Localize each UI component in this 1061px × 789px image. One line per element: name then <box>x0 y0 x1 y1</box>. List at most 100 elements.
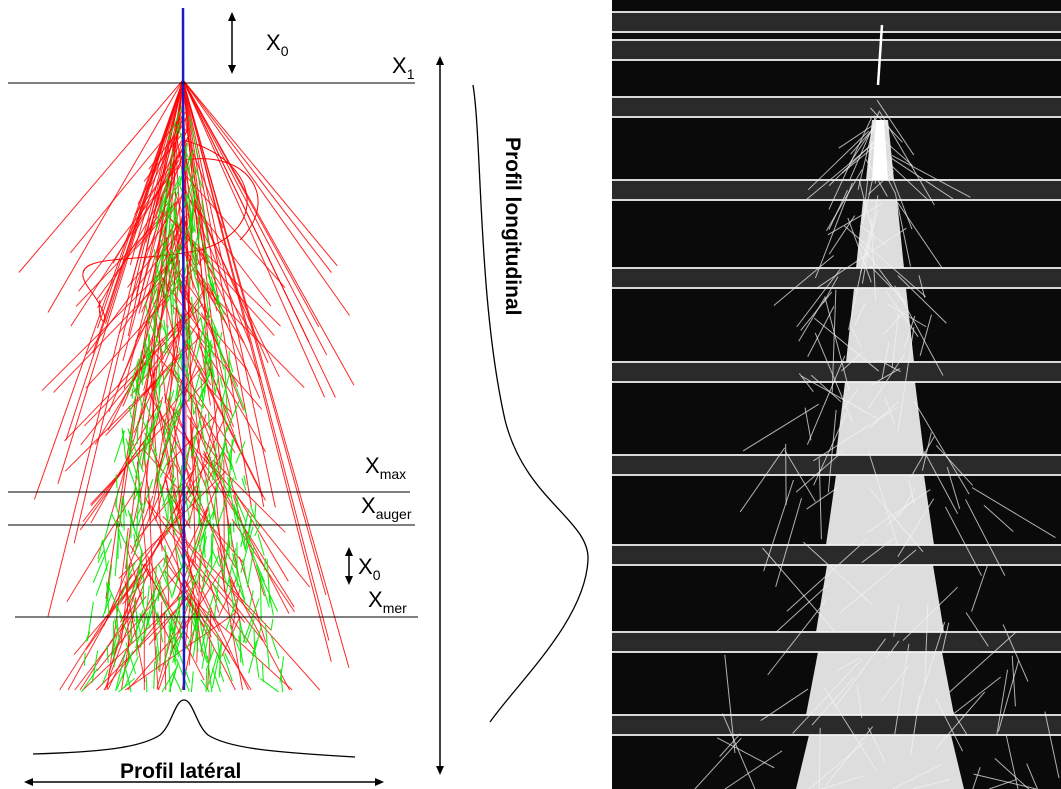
electromagnetic-track <box>218 443 226 478</box>
electromagnetic-track <box>188 495 195 508</box>
electromagnetic-track <box>135 433 148 479</box>
electromagnetic-track <box>197 281 200 324</box>
photo-track <box>742 403 819 452</box>
electromagnetic-track <box>248 624 263 674</box>
photo-core-segment <box>806 652 954 715</box>
hadron-track <box>145 201 179 253</box>
photo-track <box>876 24 884 86</box>
electromagnetic-track <box>174 374 180 402</box>
electromagnetic-track <box>188 194 194 234</box>
electromagnetic-track <box>171 567 182 597</box>
electromagnetic-track <box>153 249 163 297</box>
electromagnetic-track <box>224 442 237 481</box>
electromagnetic-track <box>153 289 159 335</box>
hadron-track <box>106 527 129 691</box>
electromagnetic-track <box>124 656 139 688</box>
electromagnetic-track <box>170 249 183 287</box>
electromagnetic-track <box>169 596 182 635</box>
electromagnetic-track <box>163 261 168 301</box>
electromagnetic-track <box>254 523 262 537</box>
electromagnetic-track <box>151 299 170 342</box>
electromagnetic-track <box>173 322 176 337</box>
hadron-track <box>203 284 207 386</box>
photo-track <box>1002 624 1029 682</box>
hadron-track <box>194 277 305 389</box>
electromagnetic-track <box>196 497 202 527</box>
lateral-profile-label: Profil latéral <box>120 760 242 783</box>
electromagnetic-track <box>121 427 127 460</box>
hadron-track <box>163 612 167 691</box>
electromagnetic-track <box>140 557 143 580</box>
electromagnetic-track <box>160 483 169 524</box>
electromagnetic-track <box>229 522 233 548</box>
electromagnetic-track <box>142 397 152 418</box>
electromagnetic-track <box>161 205 169 221</box>
x0-top-label: X0 <box>266 30 289 59</box>
electromagnetic-track <box>131 380 136 393</box>
electromagnetic-track <box>130 363 148 410</box>
electromagnetic-track <box>134 549 143 594</box>
electromagnetic-track <box>126 358 140 396</box>
electromagnetic-track <box>198 614 208 659</box>
x1-label: X1 <box>392 53 415 82</box>
chamber-plate <box>612 12 1061 32</box>
photo-track <box>996 669 1009 736</box>
electromagnetic-track <box>200 679 210 693</box>
photo-track <box>923 451 959 514</box>
electromagnetic-track <box>86 601 94 642</box>
electromagnetic-track <box>253 628 256 652</box>
photo-track <box>796 268 842 328</box>
chamber-plate <box>612 715 1061 735</box>
electromagnetic-track <box>190 598 198 625</box>
photo-track <box>724 654 736 754</box>
electromagnetic-track <box>118 586 126 603</box>
photo-track <box>784 450 816 502</box>
electromagnetic-track <box>153 374 163 394</box>
electromagnetic-track <box>168 201 171 236</box>
hadron-track <box>182 79 350 668</box>
electromagnetic-track <box>158 270 168 303</box>
electromagnetic-track <box>232 553 246 600</box>
hadron-track <box>75 201 177 307</box>
electromagnetic-track <box>192 521 204 554</box>
electromagnetic-track <box>201 200 210 245</box>
hadron-track <box>134 149 184 216</box>
hadron-track <box>182 79 320 328</box>
electromagnetic-track <box>201 240 217 279</box>
electromagnetic-track <box>155 579 171 615</box>
electromagnetic-track <box>213 326 225 370</box>
hadron-track <box>82 368 201 523</box>
electromagnetic-track <box>210 276 224 320</box>
electromagnetic-track <box>200 555 220 593</box>
electromagnetic-track <box>250 505 259 527</box>
photo-track <box>716 737 775 769</box>
hadron-track <box>181 590 206 628</box>
electromagnetic-track <box>214 376 220 396</box>
electromagnetic-track <box>212 582 222 605</box>
electromagnetic-track <box>173 298 188 335</box>
electromagnetic-track <box>212 442 218 481</box>
electromagnetic-track <box>121 655 131 679</box>
hadron-track <box>141 371 156 470</box>
electromagnetic-track <box>153 661 156 689</box>
chamber-plate <box>612 40 1061 60</box>
electromagnetic-track <box>209 357 215 378</box>
photo-track <box>827 409 837 493</box>
chamber-plate <box>612 632 1061 652</box>
hadron-track <box>103 574 196 691</box>
photo-track <box>971 565 988 612</box>
photo-track <box>891 155 971 198</box>
photo-track <box>760 688 809 722</box>
electromagnetic-track <box>228 359 234 373</box>
hadron-track <box>184 158 259 241</box>
electromagnetic-track <box>219 669 225 683</box>
hadron-track <box>189 417 193 459</box>
electromagnetic-track <box>186 338 191 378</box>
electromagnetic-track <box>155 180 171 227</box>
electromagnetic-track <box>201 626 211 669</box>
hadron-track <box>159 601 163 672</box>
electromagnetic-track <box>192 266 200 291</box>
electromagnetic-track <box>141 600 151 629</box>
hadron-track <box>182 79 338 267</box>
